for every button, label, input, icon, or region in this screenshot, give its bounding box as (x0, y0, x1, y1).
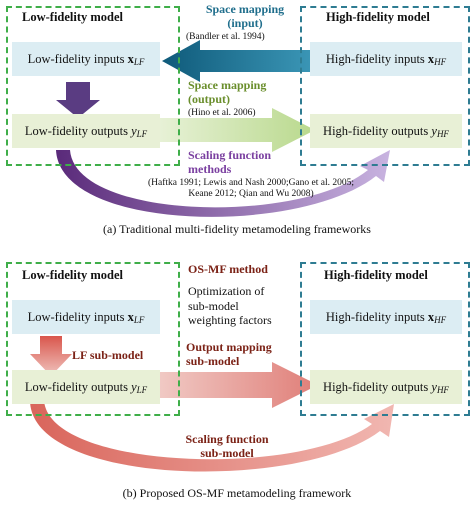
lf-input-to-output-arrow-a (56, 82, 100, 118)
optimization-line1: Optimization of (188, 284, 265, 298)
hf-model-title-a: High-fidelity model (326, 10, 430, 24)
space-mapping-input-arrow (162, 40, 310, 82)
scaling-function-arrow (56, 150, 390, 217)
output-mapping-label: Output mapping sub-model (186, 340, 272, 368)
hf-inputs-sub-a: HF (434, 57, 447, 67)
space-mapping-output-cite: (Hino et al. 2006) (188, 108, 256, 118)
scaling-function-cite: (Haftka 1991; Lewis and Nash 2000;Gano e… (126, 178, 376, 200)
hf-inputs-label-b: High-fidelity inputs (325, 309, 425, 324)
optimization-line3: weighting factors (188, 313, 272, 327)
lf-outputs-var-a: y (131, 123, 137, 138)
space-mapping-output-line1: Space mapping (188, 78, 267, 92)
output-mapping-line1: Output mapping (186, 340, 272, 354)
hf-outputs-label-b: High-fidelity outputs (323, 379, 429, 394)
hf-outputs-sub-b: HF (436, 385, 449, 395)
lf-model-region-a (6, 6, 180, 166)
lf-submodel-label: LF sub-model (72, 348, 144, 362)
scaling-function-line2: methods (188, 162, 232, 176)
lf-outputs-var-b: y (131, 379, 137, 394)
hf-outputs-sub-a: HF (436, 129, 449, 139)
lf-model-title-b: Low-fidelity model (22, 268, 124, 282)
hf-inputs-sub-b: HF (434, 315, 447, 325)
lf-inputs-sub-b: LF (133, 315, 145, 325)
caption-a: (a) Traditional multi-fidelity metamodel… (103, 222, 371, 236)
optimization-line2: sub-model (188, 298, 239, 313)
lf-model-region-b (6, 262, 180, 416)
space-mapping-input-label: Space mapping (input) (190, 2, 300, 30)
caption-b: (b) Proposed OS-MF metamodeling framewor… (122, 486, 352, 500)
space-mapping-input-cite: (Bandler et al. 1994) (186, 32, 265, 42)
lf-inputs-label-a: Low-fidelity inputs (27, 51, 125, 66)
hf-inputs-var-a: x (427, 51, 435, 66)
output-mapping-arrow (160, 362, 318, 408)
hf-outputs-var-b: y (431, 379, 437, 394)
hf-inputs-var-b: x (427, 309, 435, 324)
hf-outputs-var-a: y (431, 123, 437, 138)
hf-inputs-label-a: High-fidelity inputs (325, 51, 425, 66)
scaling-function-submodel-label: Scaling function sub-model (172, 432, 282, 460)
scaling-cite-line1: (Haftka 1991; Lewis and Nash 2000;Gano e… (147, 178, 355, 188)
lf-inputs-sub-a: LF (133, 57, 145, 67)
lf-outputs-label-a: Low-fidelity outputs (24, 123, 128, 138)
lf-model-title-a: Low-fidelity model (22, 10, 124, 24)
scaling-function-submodel-arrow (30, 400, 394, 472)
lf-inputs-label-b: Low-fidelity inputs (27, 309, 125, 324)
hf-outputs-label-a: High-fidelity outputs (323, 123, 429, 138)
hf-model-region-a (300, 6, 470, 166)
lf-outputs-label-b: Low-fidelity outputs (24, 379, 128, 394)
lf-inputs-var-a: x (127, 51, 134, 66)
hf-model-title-b: High-fidelity model (324, 268, 428, 282)
hf-model-region-b (300, 262, 470, 416)
scaling-function-label: Scaling function methods (188, 148, 271, 176)
space-mapping-input-line2: (input) (227, 16, 263, 30)
scaling-submodel-line2: sub-model (200, 446, 254, 460)
optimization-label: Optimization of sub-model weighting fact… (188, 284, 272, 328)
space-mapping-output-arrow (160, 108, 315, 152)
scaling-cite-line2: Keane 2012; Qian and Wu 2008) (188, 189, 314, 199)
lf-inputs-var-b: x (127, 309, 134, 324)
scaling-submodel-line1: Scaling function (185, 432, 269, 446)
osmf-method-label: OS-MF method (188, 262, 268, 276)
output-mapping-line2: sub-model (186, 354, 240, 368)
lf-outputs-sub-b: LF (136, 385, 148, 395)
space-mapping-output-line2: (output) (188, 92, 231, 106)
space-mapping-output-label: Space mapping (output) (188, 78, 266, 106)
scaling-function-line1: Scaling function (188, 148, 272, 162)
lf-outputs-sub-a: LF (136, 129, 148, 139)
space-mapping-input-line1: Space mapping (205, 2, 285, 16)
lf-submodel-arrow (30, 336, 72, 376)
